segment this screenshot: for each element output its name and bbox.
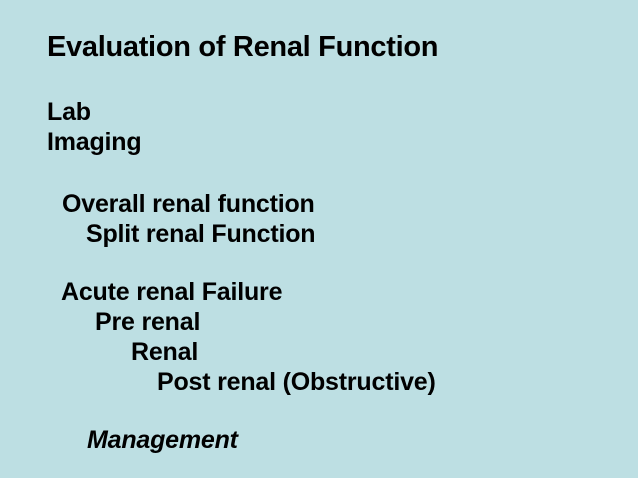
bullet-management: Management — [87, 426, 238, 454]
bullet-post-renal-obstructive: Post renal (Obstructive) — [157, 368, 436, 396]
slide-title: Evaluation of Renal Function — [47, 31, 439, 63]
bullet-overall-renal-function: Overall renal function — [62, 190, 315, 218]
bullet-imaging: Imaging — [47, 128, 142, 156]
bullet-renal: Renal — [131, 338, 199, 366]
bullet-acute-renal-failure: Acute renal Failure — [61, 278, 283, 306]
bullet-lab: Lab — [47, 98, 91, 126]
bullet-split-renal-function: Split renal Function — [86, 220, 316, 248]
bullet-pre-renal: Pre renal — [95, 308, 201, 336]
